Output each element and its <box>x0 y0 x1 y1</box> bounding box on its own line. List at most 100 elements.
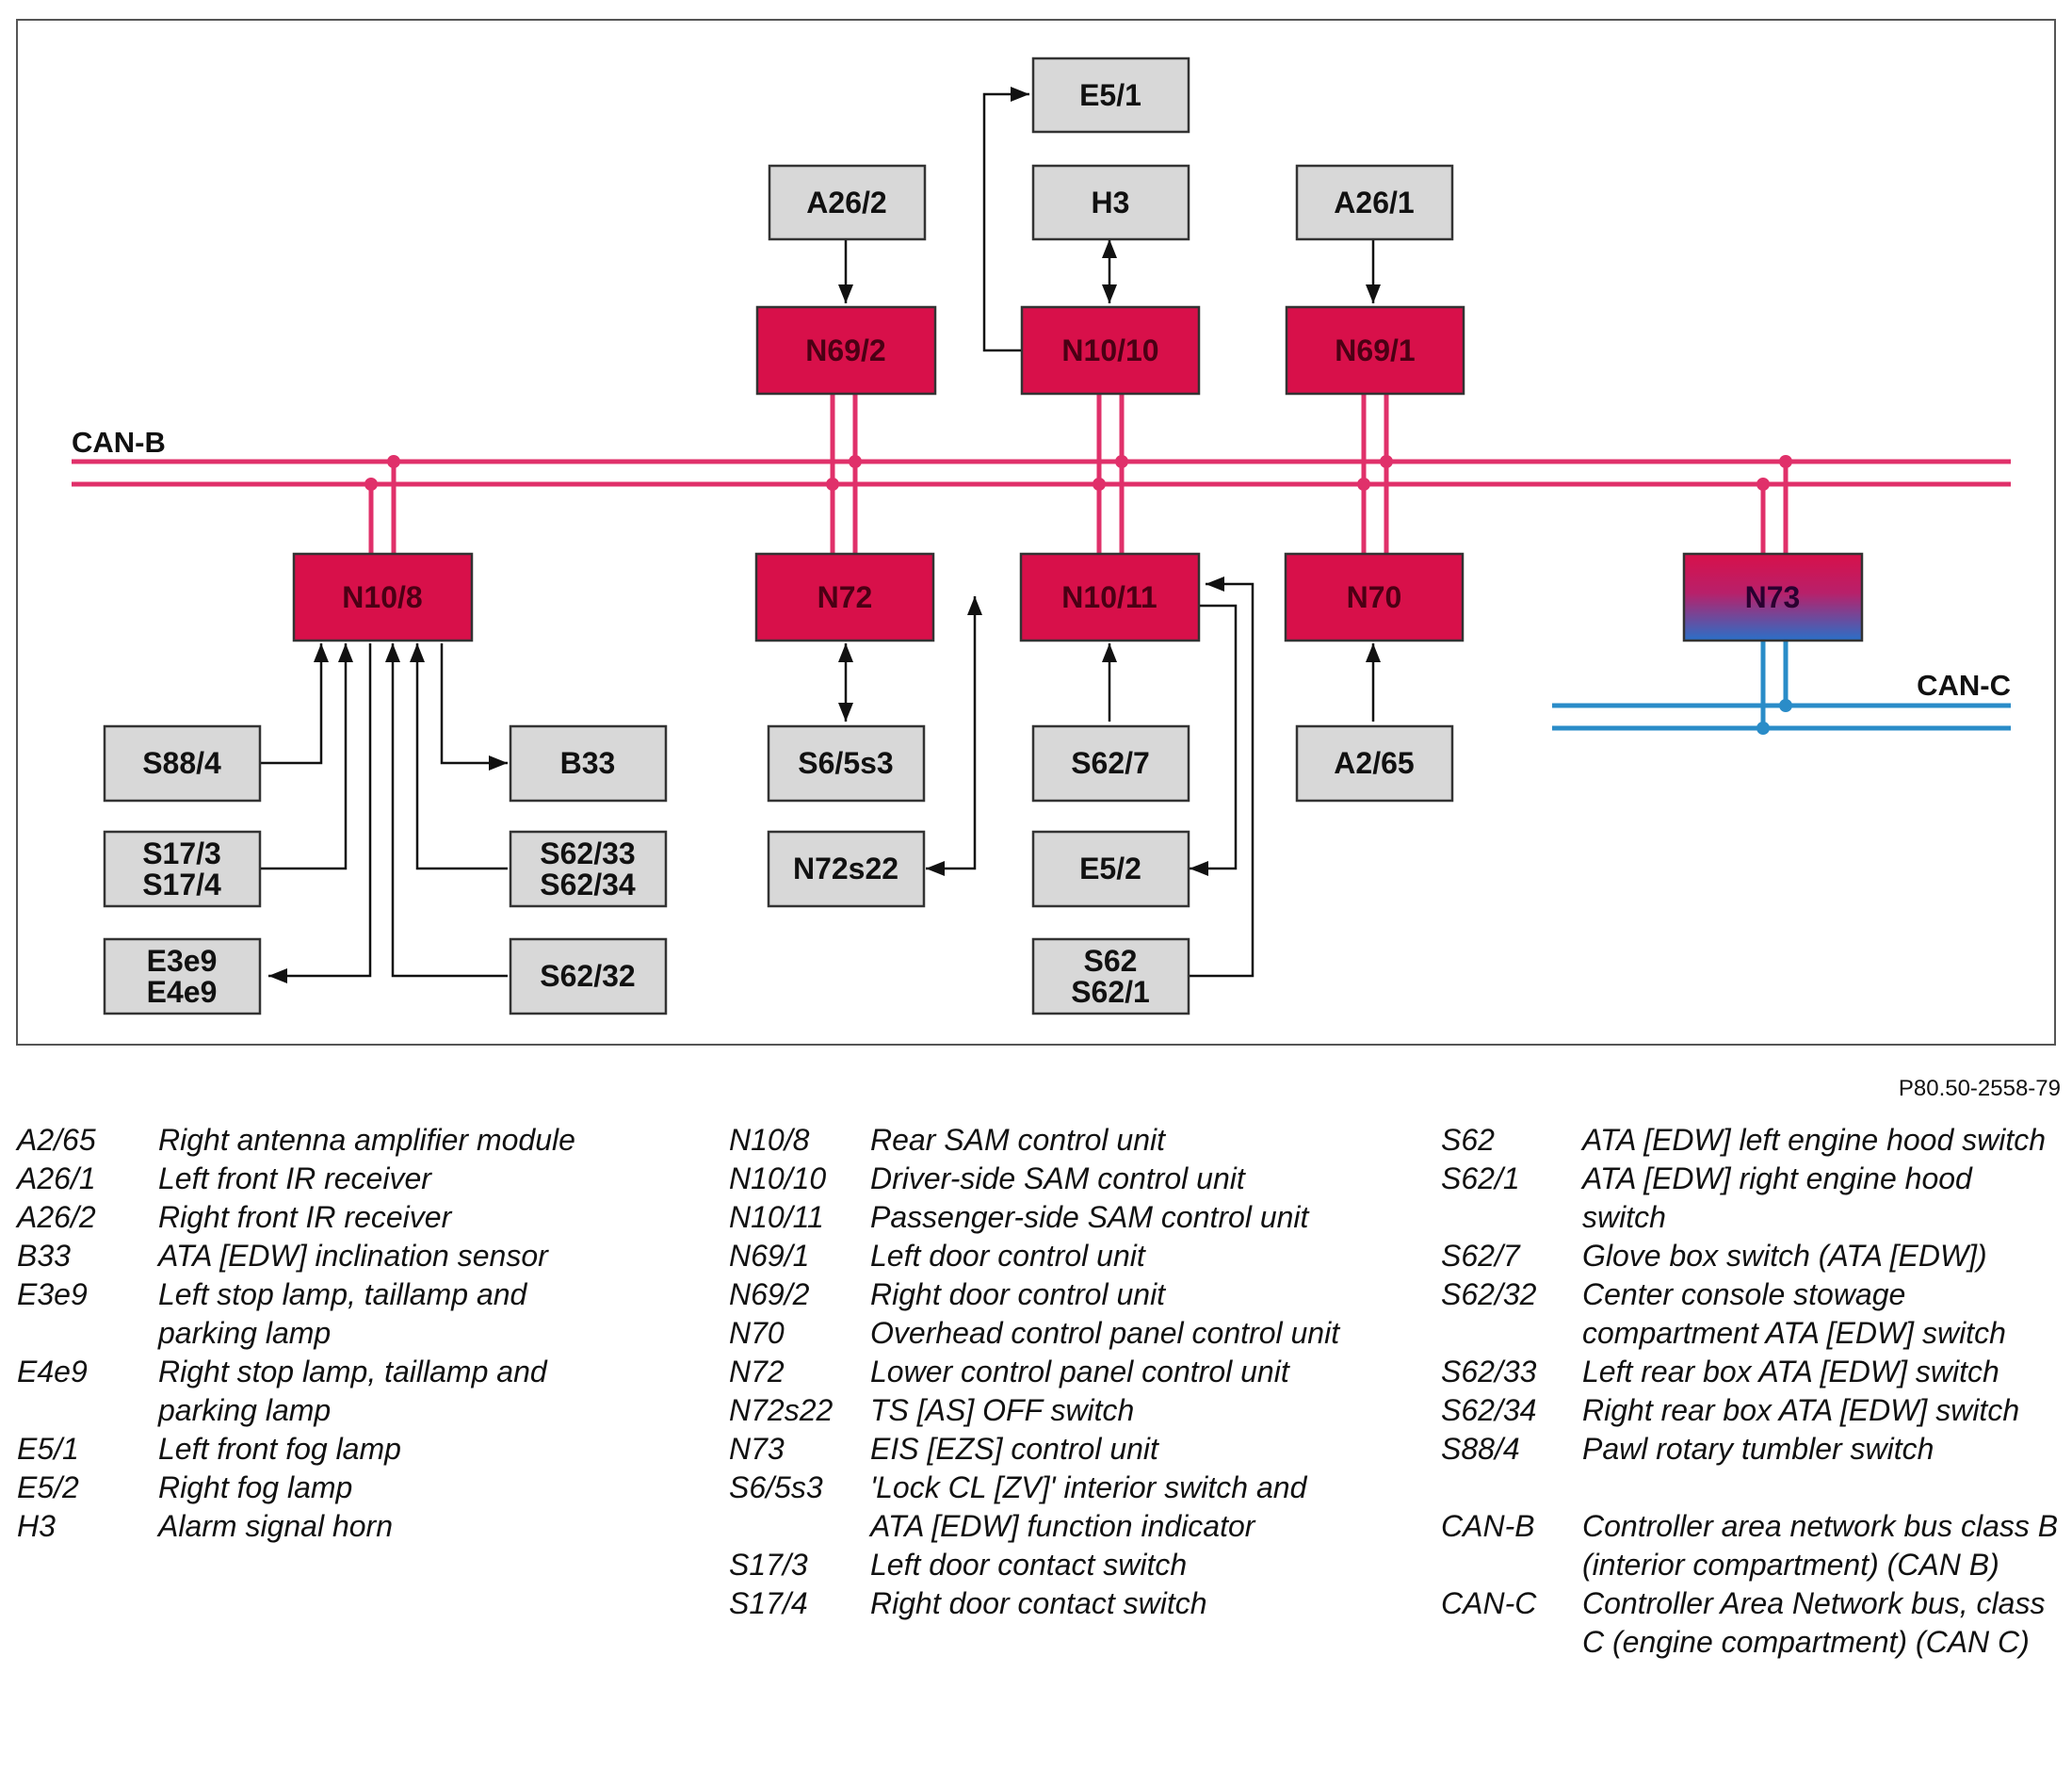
legend-item: N72s22 TS [AS] OFF switch <box>729 1391 1351 1430</box>
label-n10-10: N10/10 <box>1061 333 1158 367</box>
box-e5-1 <box>1031 57 1190 134</box>
box-e3e9 <box>103 937 262 1015</box>
legend-code: S62/32 <box>1441 1277 1537 1311</box>
legend-code: E5/2 <box>17 1470 79 1504</box>
legend-description: Right stop lamp, taillamp and parking la… <box>158 1355 547 1427</box>
can-b-label: CAN-B <box>72 426 166 459</box>
can-b-bus <box>72 459 2011 487</box>
legend-description: Left stop lamp, taillamp and parking lam… <box>158 1277 527 1350</box>
legend-item: A26/2 Right front IR receiver <box>17 1198 629 1237</box>
legend-code: S62/1 <box>1441 1161 1520 1195</box>
label-n10-8: N10/8 <box>342 580 422 614</box>
legend-code: S17/3 <box>729 1548 808 1582</box>
label-s17-4: S17/4 <box>142 868 221 901</box>
legend-description: ATA [EDW] right engine hood switch <box>1582 1161 1972 1234</box>
legend-description: Driver-side SAM control unit <box>870 1161 1245 1195</box>
diagram-frame <box>16 19 2056 1046</box>
legend-description: Controller Area Network bus, class C (en… <box>1582 1586 2046 1659</box>
can-network-diagram: CAN-B CAN-C <box>16 19 2056 1046</box>
label-e5-2: E5/2 <box>1079 852 1141 885</box>
legend-code: A26/1 <box>17 1161 96 1195</box>
legend-description: Right door control unit <box>870 1277 1166 1311</box>
legend-code: S62/34 <box>1441 1393 1537 1427</box>
can-c-label: CAN-C <box>1917 669 2011 702</box>
figure-reference: P80.50-2558-79 <box>1898 1076 2061 1101</box>
label-a2-65: A2/65 <box>1334 746 1414 780</box>
box-n72 <box>754 552 935 642</box>
label-s17-3: S17/3 <box>142 836 221 870</box>
legend-item: N72 Lower control panel control unit <box>729 1353 1351 1391</box>
legend-description: Left front fog lamp <box>158 1432 401 1466</box>
label-e4e9: E4e9 <box>147 975 218 1009</box>
legend-code: N72s22 <box>729 1393 834 1427</box>
label-b33: B33 <box>560 746 616 780</box>
legend-item: S62/1 ATA [EDW] right engine hood switch <box>1441 1160 2063 1237</box>
box-s6-5s3 <box>767 724 926 803</box>
box-s62 <box>1031 937 1190 1015</box>
legend-description: Rear SAM control unit <box>870 1123 1166 1157</box>
legend-code: N69/2 <box>729 1277 810 1311</box>
legend-description: Right front IR receiver <box>158 1200 452 1234</box>
box-n73 <box>1682 552 1864 642</box>
legend-code: N10/10 <box>729 1161 827 1195</box>
label-n72s22: N72s22 <box>793 852 898 885</box>
legend-item: S6/5s3'Lock CL [ZV]' interior switch and… <box>729 1469 1351 1546</box>
box-n10-8 <box>292 552 474 642</box>
label-s62-7: S62/7 <box>1071 746 1150 780</box>
box-a2-65 <box>1295 724 1454 803</box>
legend-description: TS [AS] OFF switch <box>870 1393 1135 1427</box>
legend-code: B33 <box>17 1239 71 1273</box>
legend-code: N69/1 <box>729 1239 810 1273</box>
legend-code: A2/65 <box>17 1123 96 1157</box>
label-a26-2: A26/2 <box>806 186 886 219</box>
box-h3 <box>1031 164 1190 241</box>
box-b33 <box>509 724 668 803</box>
legend-description: Left door contact switch <box>870 1548 1188 1582</box>
can-b-junctions <box>364 455 1792 491</box>
legend-description: Left door control unit <box>870 1239 1145 1273</box>
label-s88-4: S88/4 <box>142 746 221 780</box>
legend-description: Left rear box ATA [EDW] switch <box>1582 1355 1999 1388</box>
legend-code: N72 <box>729 1355 785 1388</box>
legend-description: Right fog lamp <box>158 1470 353 1504</box>
label-n73: N73 <box>1745 580 1801 614</box>
legend-item: N69/1 Left door control unit <box>729 1237 1351 1275</box>
legend-description: 'Lock CL [ZV]' interior switch and ATA [… <box>870 1470 1307 1543</box>
label-e3e9: E3e9 <box>147 944 218 978</box>
legend-description: Pawl rotary tumbler switch <box>1582 1432 1934 1466</box>
box-n10-11 <box>1019 552 1201 642</box>
legend-code: A26/2 <box>17 1200 96 1234</box>
legend-description: ATA [EDW] left engine hood switch <box>1582 1123 2047 1157</box>
legend-code: E3e9 <box>17 1277 88 1311</box>
label-s6-5s3: S6/5s3 <box>798 746 893 780</box>
control-units <box>292 305 1864 642</box>
legend-code: E5/1 <box>17 1432 79 1466</box>
can-b-drops <box>368 394 1789 554</box>
legend-description: Overhead control panel control unit <box>870 1316 1340 1350</box>
legend-description: Glove box switch (ATA [EDW]) <box>1582 1239 1987 1273</box>
label-n72: N72 <box>817 580 873 614</box>
box-n69-2 <box>755 305 937 396</box>
legend-description: Alarm signal horn <box>158 1509 393 1543</box>
box-a26-2 <box>768 164 927 241</box>
legend-code: N10/11 <box>729 1200 824 1234</box>
label-s62-32: S62/32 <box>540 959 635 993</box>
signal-lines <box>261 87 1381 983</box>
legend-description: Right rear box ATA [EDW] switch <box>1582 1393 2020 1427</box>
legend-description: Lower control panel control unit <box>870 1355 1289 1388</box>
label-s62-33: S62/33 <box>540 836 635 870</box>
box-s62-32 <box>509 937 668 1015</box>
legend-code: CAN-B <box>1441 1509 1535 1543</box>
